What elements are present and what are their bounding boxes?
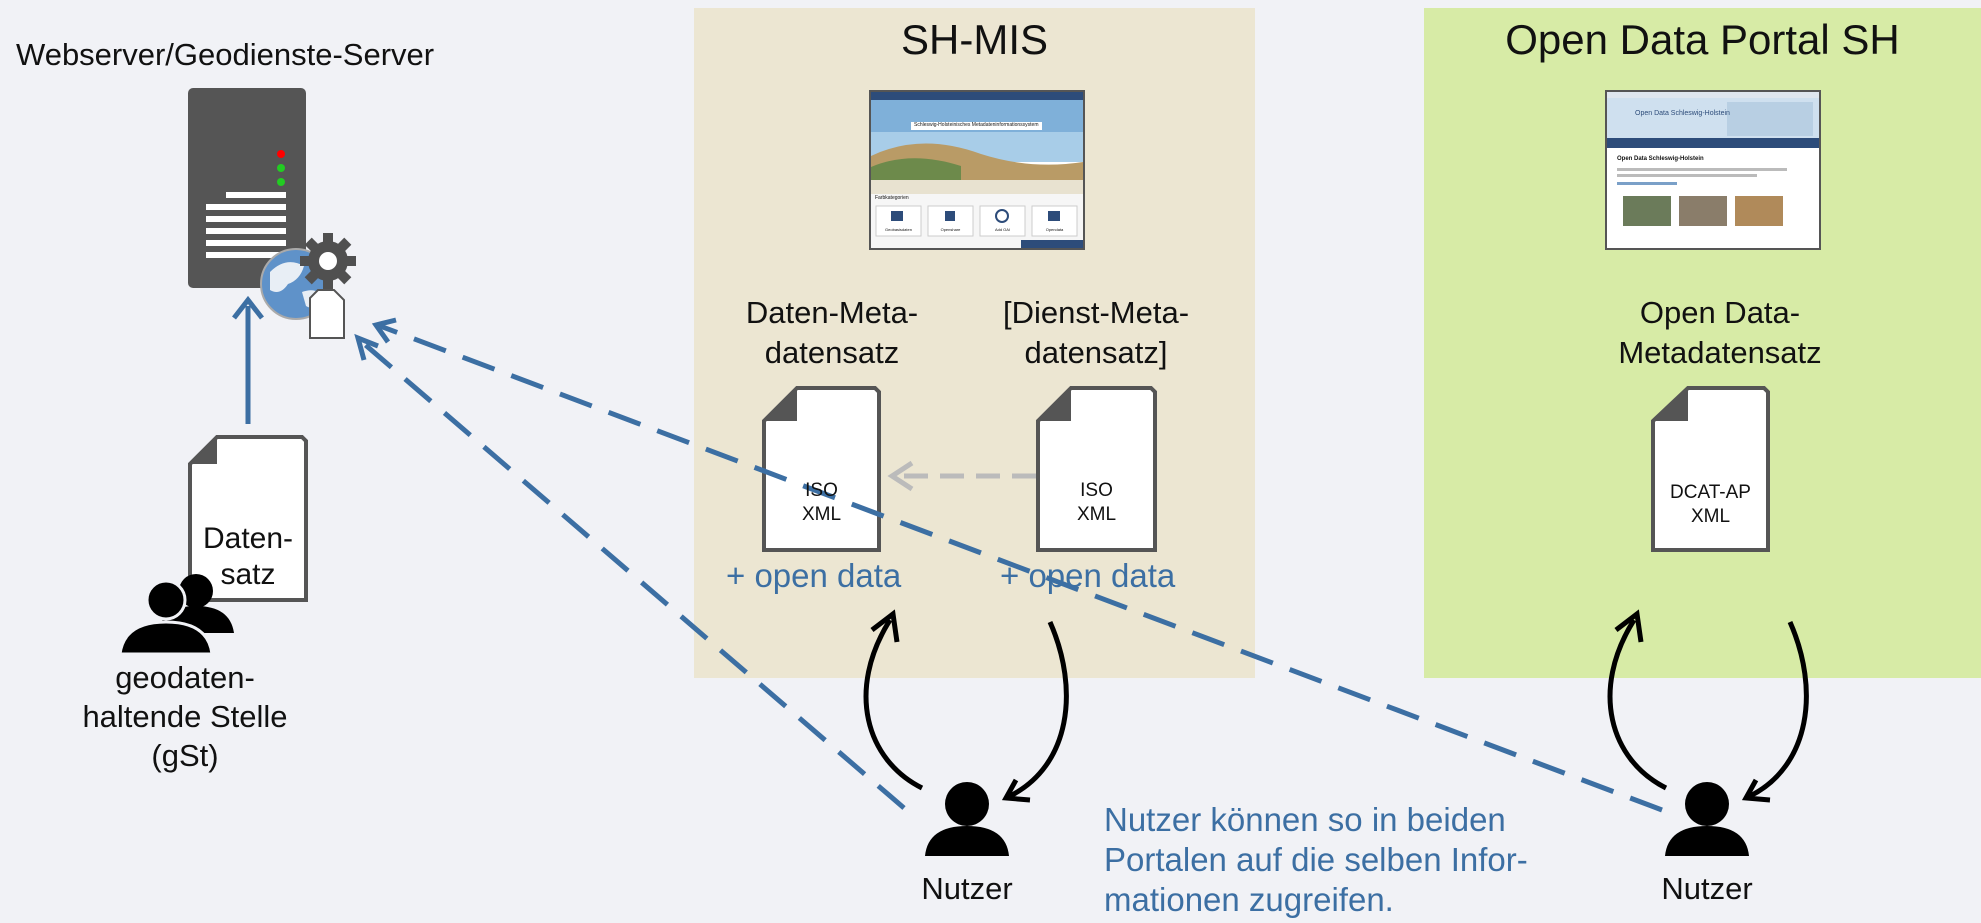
sh-mis-screenshot-banner: Schleswig-Holsteinisches Metadateninform… <box>911 122 1042 130</box>
note-line-3: mationen zugreifen. <box>1104 881 1394 918</box>
odp-user-request-arrow <box>1607 618 1668 791</box>
data-meta-open-data-label: + open data <box>726 557 902 594</box>
sh-mis-title: SH-MIS <box>901 16 1048 63</box>
dataset-document-icon <box>188 435 308 602</box>
odp-meta-document-icon <box>1651 386 1770 552</box>
service-meta-label-line1: [Dienst-Meta- <box>1002 295 1190 330</box>
odp-meta-doc-text-1: DCAT-AP <box>1670 482 1751 503</box>
sh-mis-screenshot-tile-2: Openshare <box>940 227 961 232</box>
service-meta-doc-text-1: ISO <box>1080 480 1113 501</box>
sh-mis-screenshot-tile-4: Opendata <box>1045 227 1064 232</box>
small-document-icon <box>309 289 345 339</box>
organisation-people-icon <box>118 574 234 656</box>
sh-mis-user-request-arrow <box>863 618 924 791</box>
note-line-1: Nutzer können so in beiden <box>1104 801 1506 838</box>
open-data-portal-screenshot-image <box>1607 92 1819 226</box>
sh-mis-screenshot-tile-3: Add OAI <box>994 227 1011 232</box>
note-line-2: Portalen auf die selben Infor- <box>1104 841 1528 878</box>
sh-mis-screenshot: Schleswig-Holsteinisches Metadateninform… <box>869 90 1085 250</box>
data-meta-label-line1: Daten-Meta- <box>745 295 919 330</box>
service-meta-open-data-label: + open data <box>1000 557 1176 594</box>
open-data-portal-screenshot-header: Open Data Schleswig-Holstein <box>1635 110 1730 117</box>
odp-meta-label-line2: Metadatensatz <box>1618 335 1822 370</box>
gear-icon <box>300 233 356 289</box>
sh-mis-screenshot-image <box>871 92 1083 248</box>
gst-label-line1: geodaten- <box>115 660 255 695</box>
service-meta-doc-text-2: XML <box>1076 504 1117 525</box>
data-meta-document-icon <box>762 386 881 552</box>
odp-user-response-arrow <box>1748 620 1809 799</box>
open-data-portal-screenshot: Open Data Schleswig-Holstein Open Data S… <box>1605 90 1821 250</box>
user-to-server-link-1 <box>360 340 906 810</box>
data-meta-label-line2: datensatz <box>764 335 900 370</box>
odp-user-label: Nutzer <box>1661 871 1753 906</box>
sh-mis-screenshot-tile-1: Geobasisdaten <box>885 227 912 232</box>
sh-mis-screenshot-section: Farbkategorien <box>875 195 909 201</box>
open-data-portal-title: Open Data Portal SH <box>1505 16 1900 63</box>
odp-meta-label-line1: Open Data- <box>1639 295 1801 330</box>
server-icon <box>188 88 306 288</box>
service-meta-document-icon <box>1036 386 1157 552</box>
dataset-label-line2: satz <box>220 558 276 591</box>
user-to-server-link-2 <box>379 323 1663 813</box>
data-meta-doc-text-2: XML <box>801 504 842 525</box>
gst-label-line2: haltende Stelle <box>82 699 288 734</box>
service-meta-label-line2: datensatz] <box>1024 335 1168 370</box>
data-meta-doc-text-1: ISO <box>805 480 838 501</box>
odp-user-icon <box>1665 782 1749 856</box>
odp-meta-doc-text-2: XML <box>1690 506 1731 527</box>
sh-mis-user-response-arrow <box>1008 620 1069 799</box>
open-data-portal-screenshot-heading: Open Data Schleswig-Holstein <box>1617 156 1704 162</box>
sh-mis-user-icon <box>925 782 1009 856</box>
sh-mis-user-label: Nutzer <box>921 871 1013 906</box>
gst-label-line3: (gSt) <box>151 738 219 773</box>
dataset-label-line1: Daten- <box>202 522 294 555</box>
server-title: Webserver/Geodienste-Server <box>16 37 435 72</box>
